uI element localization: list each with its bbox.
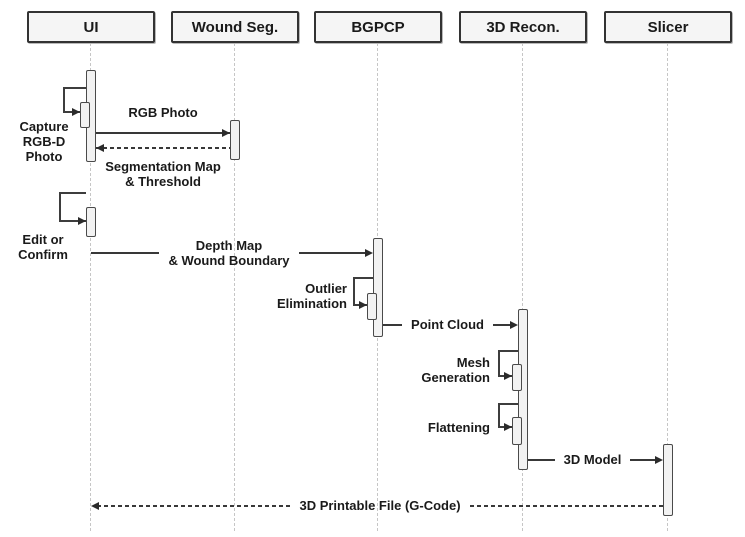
arrowhead-right [655, 455, 663, 464]
activation-bgpcp-outlier [367, 293, 377, 320]
self-loop-edit-or-confirm [59, 192, 86, 222]
lifeline-wound-seg [234, 43, 235, 531]
message-point-cloud: Point Cloud [383, 317, 518, 332]
arrowhead-right [78, 217, 86, 225]
actor-box-3d-recon: 3D Recon. [459, 11, 587, 43]
message-label-3d-model: 3D Model [563, 452, 622, 467]
message-line-depth-map [91, 251, 160, 254]
message-label-segmentation-map: Segmentation Map & Threshold [105, 159, 221, 189]
message-gcode-file: 3D Printable File (G-Code) [91, 498, 664, 513]
message-depth-map: Depth Map & Wound Boundary [91, 237, 373, 268]
message-label-rgb-photo: RGB Photo [128, 105, 198, 120]
message-3d-model: 3D Model [528, 452, 663, 467]
arrowhead-right [365, 248, 373, 257]
message-label-flattening: Flattening [427, 420, 490, 435]
arrowhead-right [359, 301, 367, 309]
actor-box-bgpcp: BGPCP [314, 11, 442, 43]
message-label-outlier-elimination: Outlier Elimination [276, 281, 347, 311]
arrowhead-right [222, 129, 230, 137]
activation-ui-capture [80, 102, 90, 128]
message-line-gcode-file [97, 504, 291, 507]
message-line-gcode-file [469, 504, 664, 507]
message-label-capture-rgbd: Capture RGB-D Photo [19, 119, 69, 164]
activation-ui-edit [86, 207, 96, 237]
activation-3d-recon-flatten [512, 417, 522, 445]
message-line-point-cloud [492, 323, 512, 326]
actor-box-slicer: Slicer [604, 11, 732, 43]
lifeline-slicer [667, 43, 668, 531]
arrowhead-left [96, 144, 104, 152]
message-line-segmentation-map [96, 147, 230, 149]
activation-3d-recon-mesh [512, 364, 522, 391]
lifeline-3d-recon [522, 43, 523, 531]
arrowhead-right [504, 372, 512, 380]
actor-box-wound-seg: Wound Seg. [171, 11, 299, 43]
message-line-depth-map [298, 251, 367, 254]
message-label-gcode-file: 3D Printable File (G-Code) [299, 498, 461, 513]
message-label-edit-or-confirm: Edit or Confirm [18, 232, 68, 262]
message-line-3d-model [528, 458, 555, 461]
message-label-depth-map: Depth Map & Wound Boundary [168, 237, 290, 268]
lifeline-ui [90, 43, 91, 531]
message-line-point-cloud [383, 323, 403, 326]
message-line-3d-model [630, 458, 658, 461]
arrowhead-right [504, 423, 512, 431]
activation-bgpcp [373, 238, 383, 337]
message-line-rgb-photo [96, 132, 230, 134]
activation-slicer [663, 444, 673, 516]
arrowhead-left [91, 501, 99, 510]
activation-wound-seg [230, 120, 240, 160]
message-label-mesh-generation: Mesh Generation [421, 355, 490, 385]
arrowhead-right [510, 320, 518, 329]
arrowhead-right [72, 108, 80, 116]
message-label-point-cloud: Point Cloud [411, 317, 484, 332]
actor-box-ui: UI [27, 11, 155, 43]
